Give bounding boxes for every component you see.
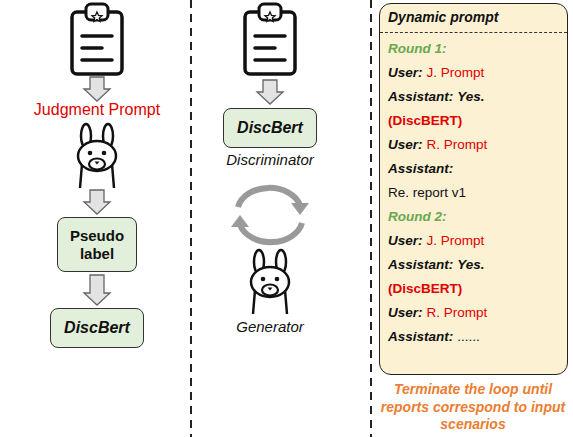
prompt-text: Re. report v1 <box>388 185 466 200</box>
prompt-line: Round 1: <box>380 37 567 61</box>
prompt-text: J. Prompt <box>427 65 485 80</box>
llama-icon <box>251 250 289 314</box>
discbert-box: DiscBert <box>50 308 144 348</box>
prompt-line: Assistant: Yes. <box>380 85 567 109</box>
down-arrow <box>84 190 110 214</box>
down-arrow <box>84 77 110 101</box>
prompt-text: (DiscBERT) <box>388 113 462 128</box>
prompt-line: Assistant:...... <box>380 325 567 349</box>
down-arrow <box>257 80 283 104</box>
prompt-text: User: <box>388 65 423 80</box>
document-icon <box>72 4 122 74</box>
prompt-line: Re. report v1 <box>380 181 567 205</box>
prompt-line: Dynamic prompt <box>380 4 567 33</box>
prompt-line: User: J. Prompt <box>380 229 567 253</box>
prompt-text: ...... <box>457 329 480 344</box>
box-text: DiscBert <box>64 319 130 337</box>
cycle-arrow-head <box>231 215 249 227</box>
prompt-text: Round 1: <box>388 41 447 56</box>
prompt-line: User: R. Prompt <box>380 301 567 325</box>
prompt-text: (DiscBERT) <box>388 281 462 296</box>
panel-heading: Dynamic prompt <box>388 9 498 25</box>
prompt-text: Assistant: <box>388 161 453 176</box>
prompt-text: User: <box>388 233 423 248</box>
prompt-line: Assistant: <box>380 157 567 181</box>
cycle-arrow <box>238 188 300 207</box>
prompt-text: Round 2: <box>388 209 447 224</box>
prompt-text: R. Prompt <box>427 137 488 152</box>
prompt-text: Assistant: <box>388 257 453 272</box>
note-text: Terminate the loop until reports corresp… <box>379 381 567 434</box>
pseudo-label-box: Pseudo label <box>57 217 137 272</box>
cycle-arrow-head <box>291 203 309 215</box>
prompt-line: User: J. Prompt <box>380 61 567 85</box>
document-icon <box>245 4 295 74</box>
prompt-text: Yes. <box>457 257 484 272</box>
prompt-line: User: R. Prompt <box>380 133 567 157</box>
block-arrow <box>84 275 110 305</box>
dynamic-prompt-panel: Dynamic promptRound 1:User:J. PromptAssi… <box>379 3 568 375</box>
box-text: Pseudo label <box>66 227 128 262</box>
prompt-text: User: <box>388 137 423 152</box>
prompt-text: Yes. <box>457 89 484 104</box>
role-label: Generator <box>185 318 355 335</box>
box-text: DiscBert <box>237 119 303 137</box>
prompt-text: User: <box>388 305 423 320</box>
role-label: Discriminator <box>185 151 355 168</box>
prompt-text: R. Prompt <box>427 305 488 320</box>
cycle-arrow <box>240 223 302 242</box>
prompt-line: (DiscBERT) <box>380 277 567 301</box>
llama-icon <box>78 124 116 188</box>
prompt-text: Assistant: <box>388 329 453 344</box>
divider-line <box>190 0 192 437</box>
prompt-text: Assistant: <box>388 89 453 104</box>
prompt-text: J. Prompt <box>427 233 485 248</box>
prompt-label: Judgment Prompt <box>12 101 182 119</box>
prompt-line: Round 2: <box>380 205 567 229</box>
divider-line <box>370 0 372 437</box>
prompt-line: (DiscBERT) <box>380 109 567 133</box>
discbert-box: DiscBert <box>223 108 317 148</box>
prompt-line: Assistant: Yes. <box>380 253 567 277</box>
